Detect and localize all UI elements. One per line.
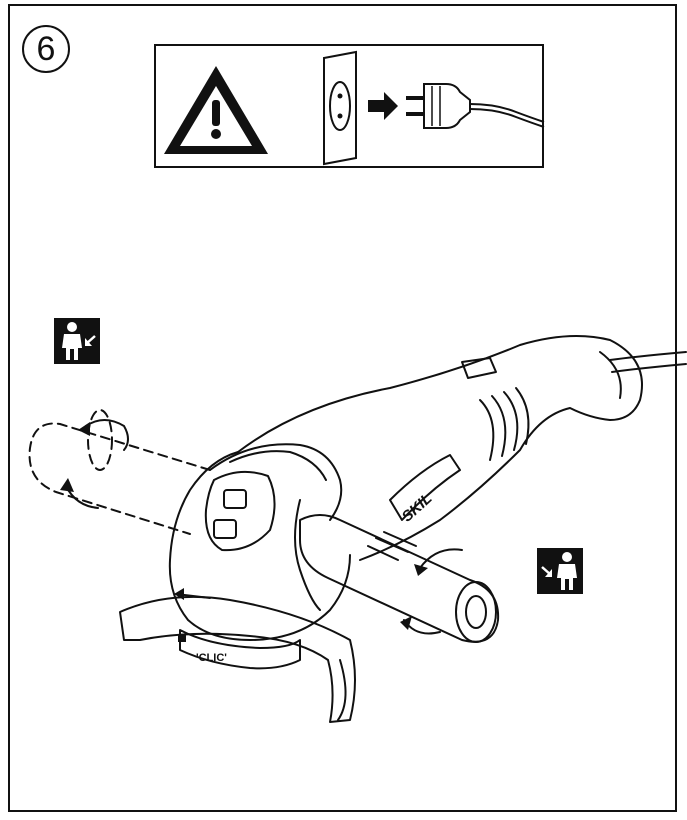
- warning-graphic: [164, 50, 545, 166]
- person-right-hand-icon: [537, 548, 583, 594]
- warning-panel: [154, 44, 545, 168]
- grinder-body: [237, 335, 643, 561]
- step-number: 6: [22, 25, 70, 73]
- brand-label: SKIL: [399, 490, 436, 525]
- clic-collar: [179, 629, 301, 670]
- spindle-lock-panel: [204, 470, 276, 552]
- power-cord: [609, 351, 687, 361]
- plug-icon: [406, 83, 545, 129]
- figure-frame: [8, 4, 677, 812]
- alternate-handle-position: [28, 409, 211, 535]
- collar-label: 'CLIC': [196, 652, 227, 664]
- side-handle: [299, 514, 500, 643]
- arrow-right-icon: [368, 92, 398, 120]
- person-left-hand-icon: [54, 318, 100, 364]
- warning-triangle-icon: [164, 66, 268, 154]
- wheel-guard: [119, 595, 356, 723]
- wall-socket-icon: [323, 50, 357, 166]
- brand-plate: [389, 454, 461, 521]
- gear-head: [168, 451, 351, 641]
